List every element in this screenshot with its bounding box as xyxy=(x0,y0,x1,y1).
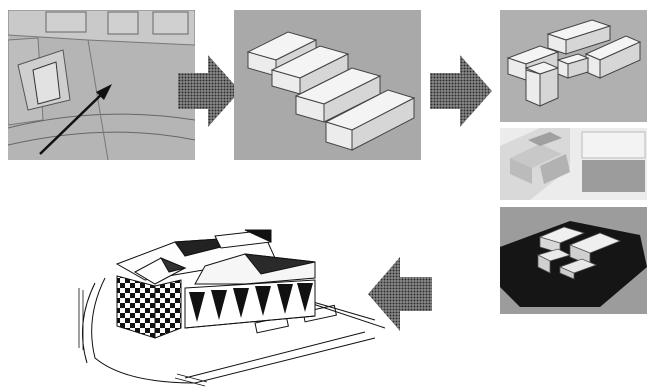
final-sketch-panel xyxy=(65,228,385,388)
parallel-blocks-icon xyxy=(234,10,421,160)
right-arrow-icon xyxy=(178,55,240,127)
massing-blocks-panel xyxy=(234,10,421,160)
cross-blocks-icon xyxy=(500,10,647,122)
dark-site-model-icon xyxy=(500,207,647,314)
right-arrow-icon xyxy=(430,55,492,127)
block-arrangement-panel xyxy=(500,10,647,122)
site-plan-icon xyxy=(8,10,195,160)
site-plan-panel xyxy=(8,10,195,160)
render-color-panel xyxy=(500,128,647,200)
left-arrow-icon xyxy=(368,257,432,331)
site-model-panel xyxy=(500,207,647,314)
color-render-icon xyxy=(500,128,647,200)
building-sketch-icon xyxy=(78,229,385,387)
